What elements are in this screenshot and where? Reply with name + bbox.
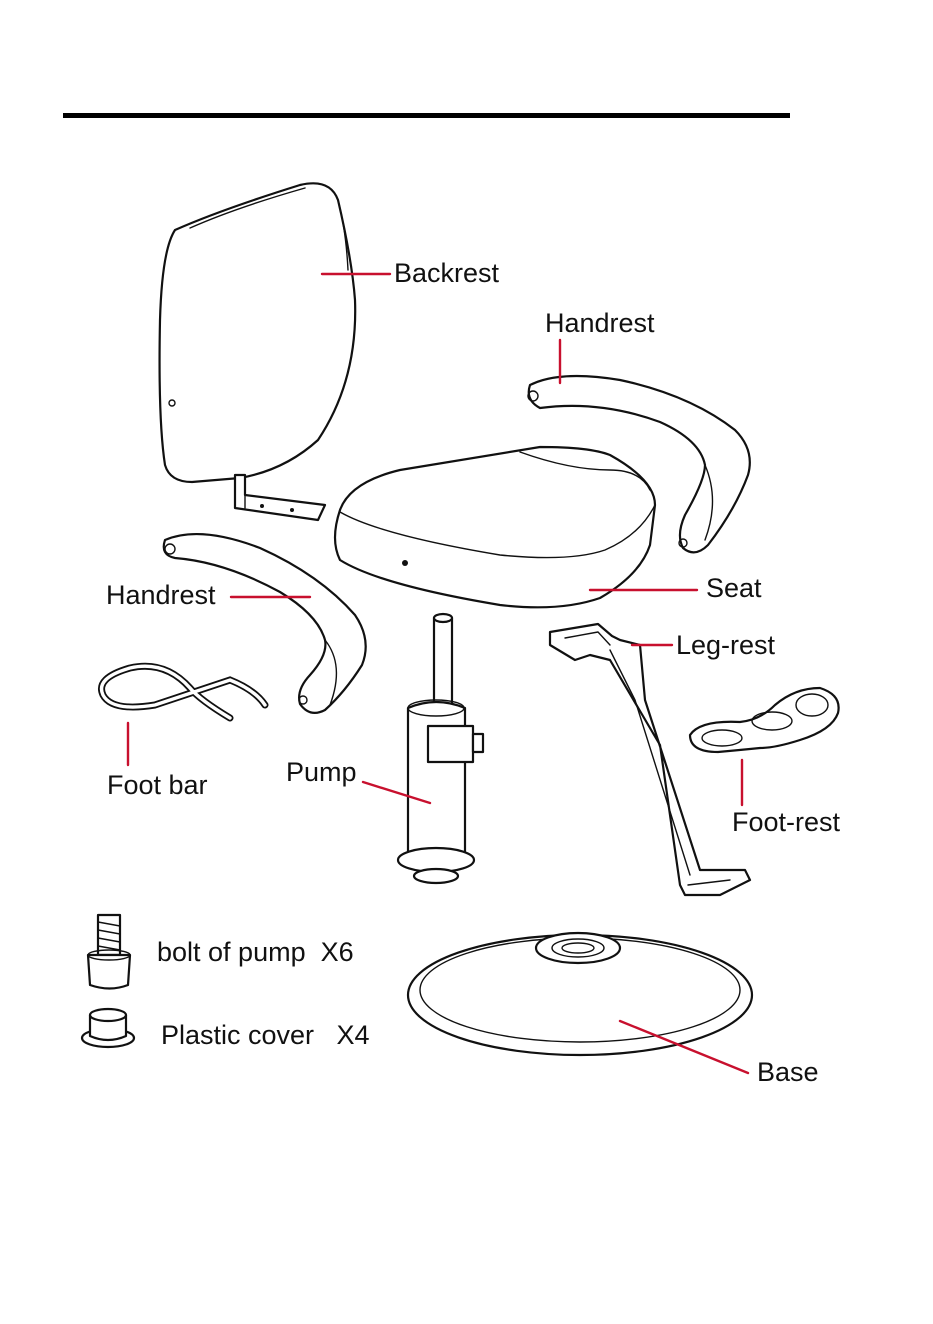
label-seat: Seat	[706, 573, 762, 603]
backrest-icon	[160, 183, 356, 520]
plastic-cover-icon	[82, 1009, 134, 1047]
label-foot-bar: Foot bar	[107, 770, 208, 800]
seat-icon	[335, 447, 655, 607]
label-base: Base	[757, 1057, 819, 1087]
foot-bar-icon	[102, 666, 265, 718]
label-pump: Pump	[286, 757, 357, 787]
pump-icon	[398, 614, 483, 883]
label-handrest-right: Handrest	[545, 308, 655, 338]
base-icon	[408, 933, 752, 1055]
leg-rest-icon	[550, 624, 750, 895]
handrest-left-icon	[164, 534, 366, 713]
label-handrest-left: Handrest	[106, 580, 216, 610]
label-plastic-cover: Plastic cover X4	[161, 1020, 370, 1050]
label-backrest: Backrest	[394, 258, 500, 288]
heading-rule	[63, 113, 790, 118]
label-bolt-of-pump: bolt of pump X6	[157, 937, 354, 967]
foot-rest-icon	[690, 688, 839, 752]
label-foot-rest: Foot-rest	[732, 807, 841, 837]
bolt-icon	[88, 915, 130, 989]
label-leg-rest: Leg-rest	[676, 630, 776, 660]
